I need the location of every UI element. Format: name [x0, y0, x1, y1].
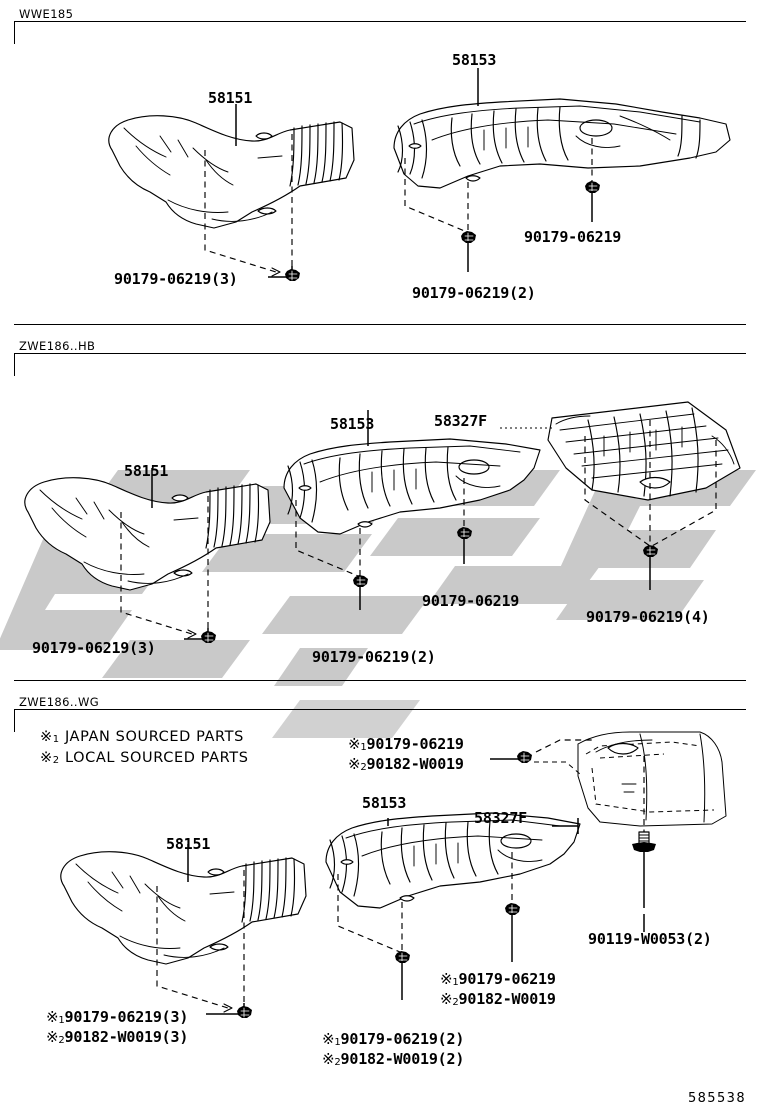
reference-mark-icon-2: ※2 — [40, 750, 60, 766]
label-58327f-sec3: 58327F — [474, 809, 527, 827]
label-58327f-sec2: 58327F — [434, 412, 487, 430]
section-zwe186-hb: ZWE186..HB — [0, 340, 760, 680]
reference-mark-icon: ※2 — [322, 1050, 341, 1068]
label-58153-sec1: 58153 — [452, 51, 497, 69]
reference-mark-icon: ※1 — [440, 970, 459, 988]
label-90179-06219-2-sec2: 90179-06219(2) — [312, 648, 436, 666]
label-pair-left-line2: ※290182-W0019(3) — [46, 1028, 189, 1046]
section-divider-2 — [14, 680, 746, 682]
legend-japan-sourced-text: JAPAN SOURCED PARTS — [64, 729, 244, 745]
label-58153-sec2: 58153 — [330, 415, 375, 433]
section-wwe185: WWE185 — [0, 8, 760, 328]
reference-mark-icon-1: ※1 — [40, 729, 60, 745]
label-90119-W0053-sec3: 90119-W0053(2) — [588, 930, 712, 948]
reference-mark-icon: ※1 — [348, 735, 367, 753]
label-pair-right-line2: ※290182-W0019 — [440, 990, 556, 1008]
label-pair-top-center-line2: ※290182-W0019 — [348, 755, 464, 773]
label-90179-06219-3-sec2: 90179-06219(3) — [32, 639, 156, 657]
label-90179-06219-2-sec1: 90179-06219(2) — [412, 284, 536, 302]
reference-mark-icon: ※2 — [46, 1028, 65, 1046]
section-divider-1 — [14, 324, 746, 326]
section-tab-zwe186-wg: ZWE186..WG — [16, 696, 103, 709]
label-90179-06219-sec1: 90179-06219 — [524, 228, 622, 246]
label-pair-right-line1: ※190179-06219 — [440, 970, 556, 988]
label-pair-center-line1: ※190179-06219(2) — [322, 1030, 465, 1048]
section-frame-zwe186-hb — [13, 353, 746, 376]
section-frame-zwe186-wg — [13, 709, 746, 732]
label-58151-sec2: 58151 — [124, 462, 169, 480]
legend-local-sourced-text: LOCAL SOURCED PARTS — [64, 750, 249, 766]
reference-mark-icon: ※2 — [348, 755, 367, 773]
label-90179-06219-sec2: 90179-06219 — [422, 592, 520, 610]
label-pair-left-line1: ※190179-06219(3) — [46, 1008, 189, 1026]
page-code: 585538 — [687, 1091, 746, 1106]
label-90179-06219-4-sec2: 90179-06219(4) — [586, 608, 710, 626]
label-pair-top-center-line1: ※190179-06219 — [348, 735, 464, 753]
legend-local-sourced: ※2 LOCAL SOURCED PARTS — [40, 750, 249, 766]
label-58153-sec3: 58153 — [362, 794, 407, 812]
label-pair-center-line2: ※290182-W0019(2) — [322, 1050, 465, 1068]
section-tab-zwe186-hb: ZWE186..HB — [16, 340, 99, 353]
label-58151-sec3: 58151 — [166, 835, 211, 853]
reference-mark-icon: ※1 — [322, 1030, 341, 1048]
section-tab-wwe185: WWE185 — [16, 8, 77, 21]
reference-mark-icon: ※2 — [440, 990, 459, 1008]
reference-mark-icon: ※1 — [46, 1008, 65, 1026]
label-58151-sec1: 58151 — [208, 89, 253, 107]
label-90179-06219-3-sec1: 90179-06219(3) — [114, 270, 238, 288]
section-frame-wwe185 — [13, 21, 746, 44]
legend-japan-sourced: ※1 JAPAN SOURCED PARTS — [40, 729, 244, 745]
